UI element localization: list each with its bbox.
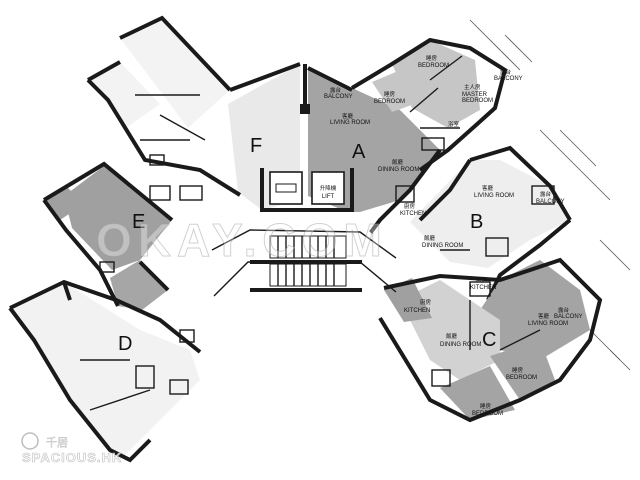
lift-label: LIFT — [322, 194, 335, 200]
lift-shaft-left — [269, 171, 303, 205]
room-label-c-dining-cjk: 飯廳 — [446, 332, 458, 340]
room-label-a-bed-left: BEDROOM — [374, 99, 405, 105]
room-label-c-kitchen-cjk: 廚房 — [420, 298, 432, 306]
room-label-a-bath-cjk: 浴室 — [448, 120, 460, 128]
room-label-a-master-2: BEDROOM — [462, 98, 493, 104]
room-label-a-bed-top-cjk: 睡房 — [426, 54, 438, 62]
spacious-logo-icon — [21, 432, 39, 450]
room-label-b-living-cjk: 客廳 — [482, 184, 494, 192]
room-label-a-dining-cjk: 飯廳 — [392, 158, 404, 166]
room-label-a-balcony2: BALCONY — [494, 76, 523, 82]
room-label-c-living-cjk: 客廳 — [538, 312, 550, 320]
okay-watermark: OKAY.COM — [96, 214, 388, 266]
room-label-c-bed1-cjk: 睡房 — [512, 366, 524, 374]
room-label-b-dining-cjk: 飯廳 — [424, 234, 436, 242]
room-labels: 露台 BALCONY 客廳 LIVING ROOM 飯廳 DINING ROOM… — [324, 54, 583, 417]
room-label-c-balcony-cjk: 露台 — [558, 306, 570, 314]
room-label-c-bed1: BEDROOM — [506, 375, 537, 381]
unit-E-kitchen — [110, 260, 168, 310]
core: 升降機 LIFT — [200, 64, 400, 297]
room-label-a-master-1: MASTER — [462, 92, 488, 98]
unit-C-kitchen — [384, 278, 432, 322]
unit-C-bedroom-2 — [440, 366, 515, 420]
unit-F-bedroom-left — [88, 62, 160, 128]
unit-B-main — [410, 160, 570, 268]
room-label-a-bed-top: BEDROOM — [418, 63, 449, 69]
room-label-c-bed2-cjk: 睡房 — [480, 402, 492, 410]
spacious-logo-text: SPACIOUS.HK — [22, 450, 122, 465]
unit-C-bedroom-1 — [490, 340, 555, 400]
room-label-a-bed-left-cjk: 睡房 — [384, 90, 396, 98]
unit-B — [410, 145, 572, 301]
unit-E-main — [64, 166, 172, 270]
room-label-b-balcony: BALCONY — [536, 199, 565, 205]
unit-letter-A: A — [352, 141, 366, 163]
room-label-c-kitchen: KITCHEN — [404, 308, 430, 314]
unit-letter-F: F — [250, 135, 262, 157]
room-label-b-kitchen: KITCHEN — [470, 285, 496, 291]
unit-F-bedroom-upper — [120, 18, 230, 128]
unit-letter-E: E — [132, 211, 145, 233]
unit-letter-D: D — [118, 333, 132, 355]
stairs — [269, 235, 347, 287]
room-label-a-living: LIVING ROOM — [330, 120, 370, 126]
room-label-b-balcony-cjk: 露台 — [540, 190, 552, 198]
unit-E — [42, 161, 174, 310]
room-label-a-kitchen: KITCHEN — [400, 211, 426, 217]
room-label-b-dining: DINING ROOM — [422, 243, 463, 249]
lift-shaft-right — [311, 171, 345, 205]
dimension-lines — [469, 19, 631, 371]
unit-D-main — [10, 282, 200, 460]
room-label-a-balcony2-cjk: 露台 — [500, 68, 512, 76]
room-label-b-living: LIVING ROOM — [474, 193, 514, 199]
room-label-a-master-cjk: 主人房 — [464, 83, 481, 91]
unit-letter-B: B — [470, 211, 483, 233]
room-label-a-balcony-cjk: 露台 — [330, 86, 342, 94]
spacious-logo: 千居 SPACIOUS.HK — [21, 432, 122, 465]
spacious-logo-cjk: 千居 — [46, 436, 68, 449]
lift-label-cjk: 升降機 — [320, 184, 337, 192]
room-label-c-bed2: BEDROOM — [472, 411, 503, 417]
room-label-c-living: LIVING ROOM — [528, 321, 568, 327]
unit-A-bedroom-left — [372, 66, 420, 112]
room-label-a-kitchen-cjk: 廚房 — [404, 202, 416, 210]
room-label-c-balcony: BALCONY — [554, 314, 583, 320]
room-label-b-kitchen-cjk: 廚房 — [476, 276, 488, 284]
room-label-a-balcony: BALCONY — [324, 94, 353, 100]
room-label-c-dining: DINING ROOM — [440, 342, 481, 348]
unit-letter-C: C — [482, 329, 496, 351]
unit-C — [378, 257, 603, 423]
core-column — [300, 104, 310, 114]
unit-D — [8, 279, 202, 463]
unit-A-bedrooms — [392, 40, 480, 128]
room-label-a-living-cjk: 客廳 — [342, 112, 354, 120]
unit-letters: A B C D E F — [118, 135, 496, 355]
room-label-a-dining: DINING ROOM — [378, 167, 419, 173]
